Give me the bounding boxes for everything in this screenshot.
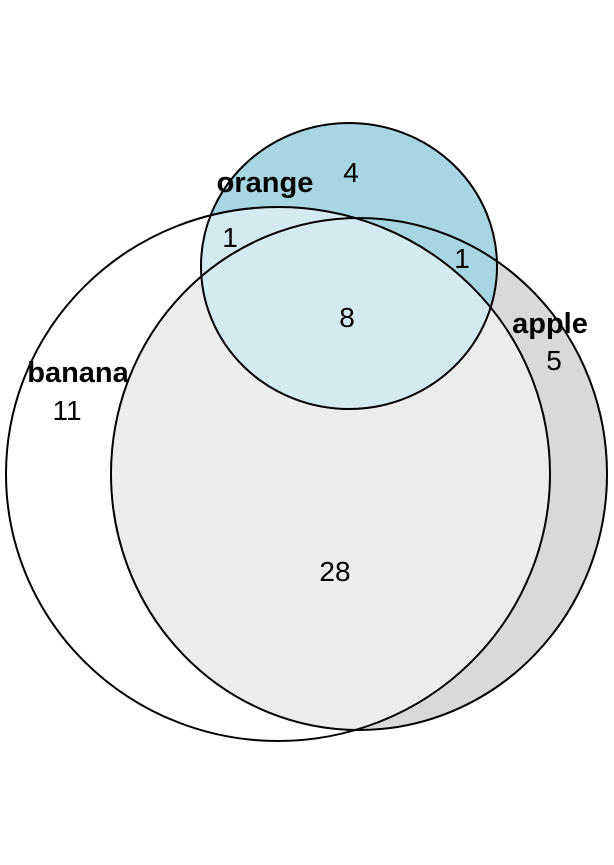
banana-only-count: 11 — [52, 395, 81, 426]
orange-circle — [200, 122, 498, 410]
banana-circle-overlay — [6, 207, 550, 741]
orange-apple-count: 1 — [454, 243, 470, 274]
banana-circle — [5, 206, 551, 742]
banana-apple-count: 28 — [319, 556, 350, 587]
apple-circle — [110, 217, 608, 731]
apple-only-count: 5 — [546, 345, 562, 376]
venn-fills — [6, 123, 607, 741]
orange-banana-apple-count: 8 — [339, 302, 355, 333]
orange-banana-count: 1 — [222, 222, 238, 253]
orange-only-count: 4 — [343, 157, 359, 188]
banana-label: banana — [27, 357, 129, 389]
venn-outlines — [5, 122, 608, 742]
apple-label: apple — [512, 308, 588, 340]
orange-label: orange — [217, 167, 314, 199]
